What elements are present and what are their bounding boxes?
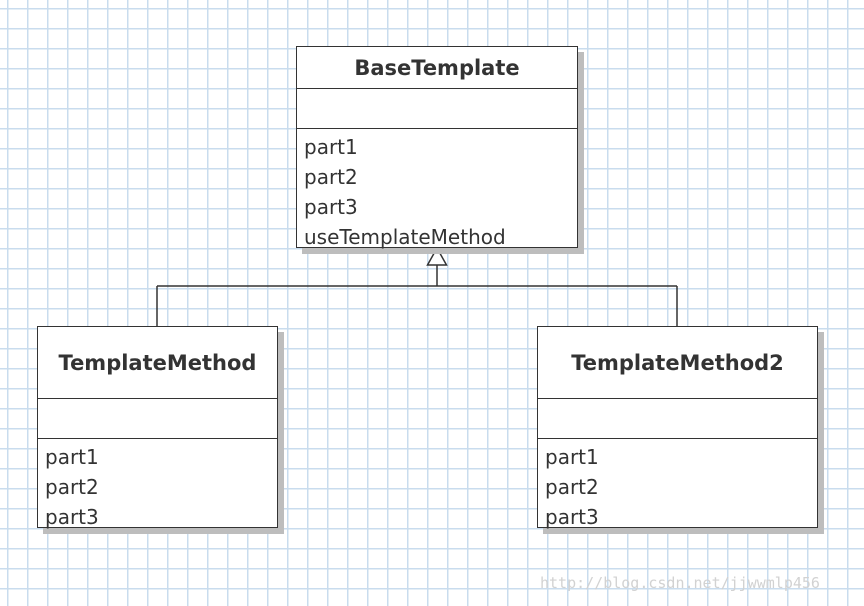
class-name: BaseTemplate xyxy=(297,47,577,89)
attributes-compartment xyxy=(538,399,817,439)
class-template-method2[interactable]: TemplateMethod2 part1 part2 part3 xyxy=(537,326,818,529)
watermark-url: http://blog.csdn.net/jjwwmlp456 xyxy=(540,574,820,592)
operation: part1 xyxy=(45,445,99,469)
operation: part2 xyxy=(545,475,599,499)
operation: part2 xyxy=(45,475,99,499)
class-base-template[interactable]: BaseTemplate part1 part2 part3 useTempla… xyxy=(296,46,578,249)
class-name: TemplateMethod xyxy=(38,327,277,399)
operation: part2 xyxy=(304,165,358,189)
generalization-arrowhead xyxy=(426,246,448,266)
operation: part3 xyxy=(545,505,599,529)
operations-compartment: part1 part2 part3 xyxy=(538,439,817,532)
operation: useTemplateMethod xyxy=(304,225,506,249)
operation: part3 xyxy=(304,195,358,219)
operations-compartment: part1 part2 part3 xyxy=(38,439,277,532)
operations-compartment: part1 part2 part3 useTemplateMethod xyxy=(297,129,577,252)
class-template-method[interactable]: TemplateMethod part1 part2 part3 xyxy=(37,326,278,529)
operation: part3 xyxy=(45,505,99,529)
attributes-compartment xyxy=(297,89,577,129)
attributes-compartment xyxy=(38,399,277,439)
operation: part1 xyxy=(545,445,599,469)
class-name: TemplateMethod2 xyxy=(538,327,817,399)
operation: part1 xyxy=(304,135,358,159)
